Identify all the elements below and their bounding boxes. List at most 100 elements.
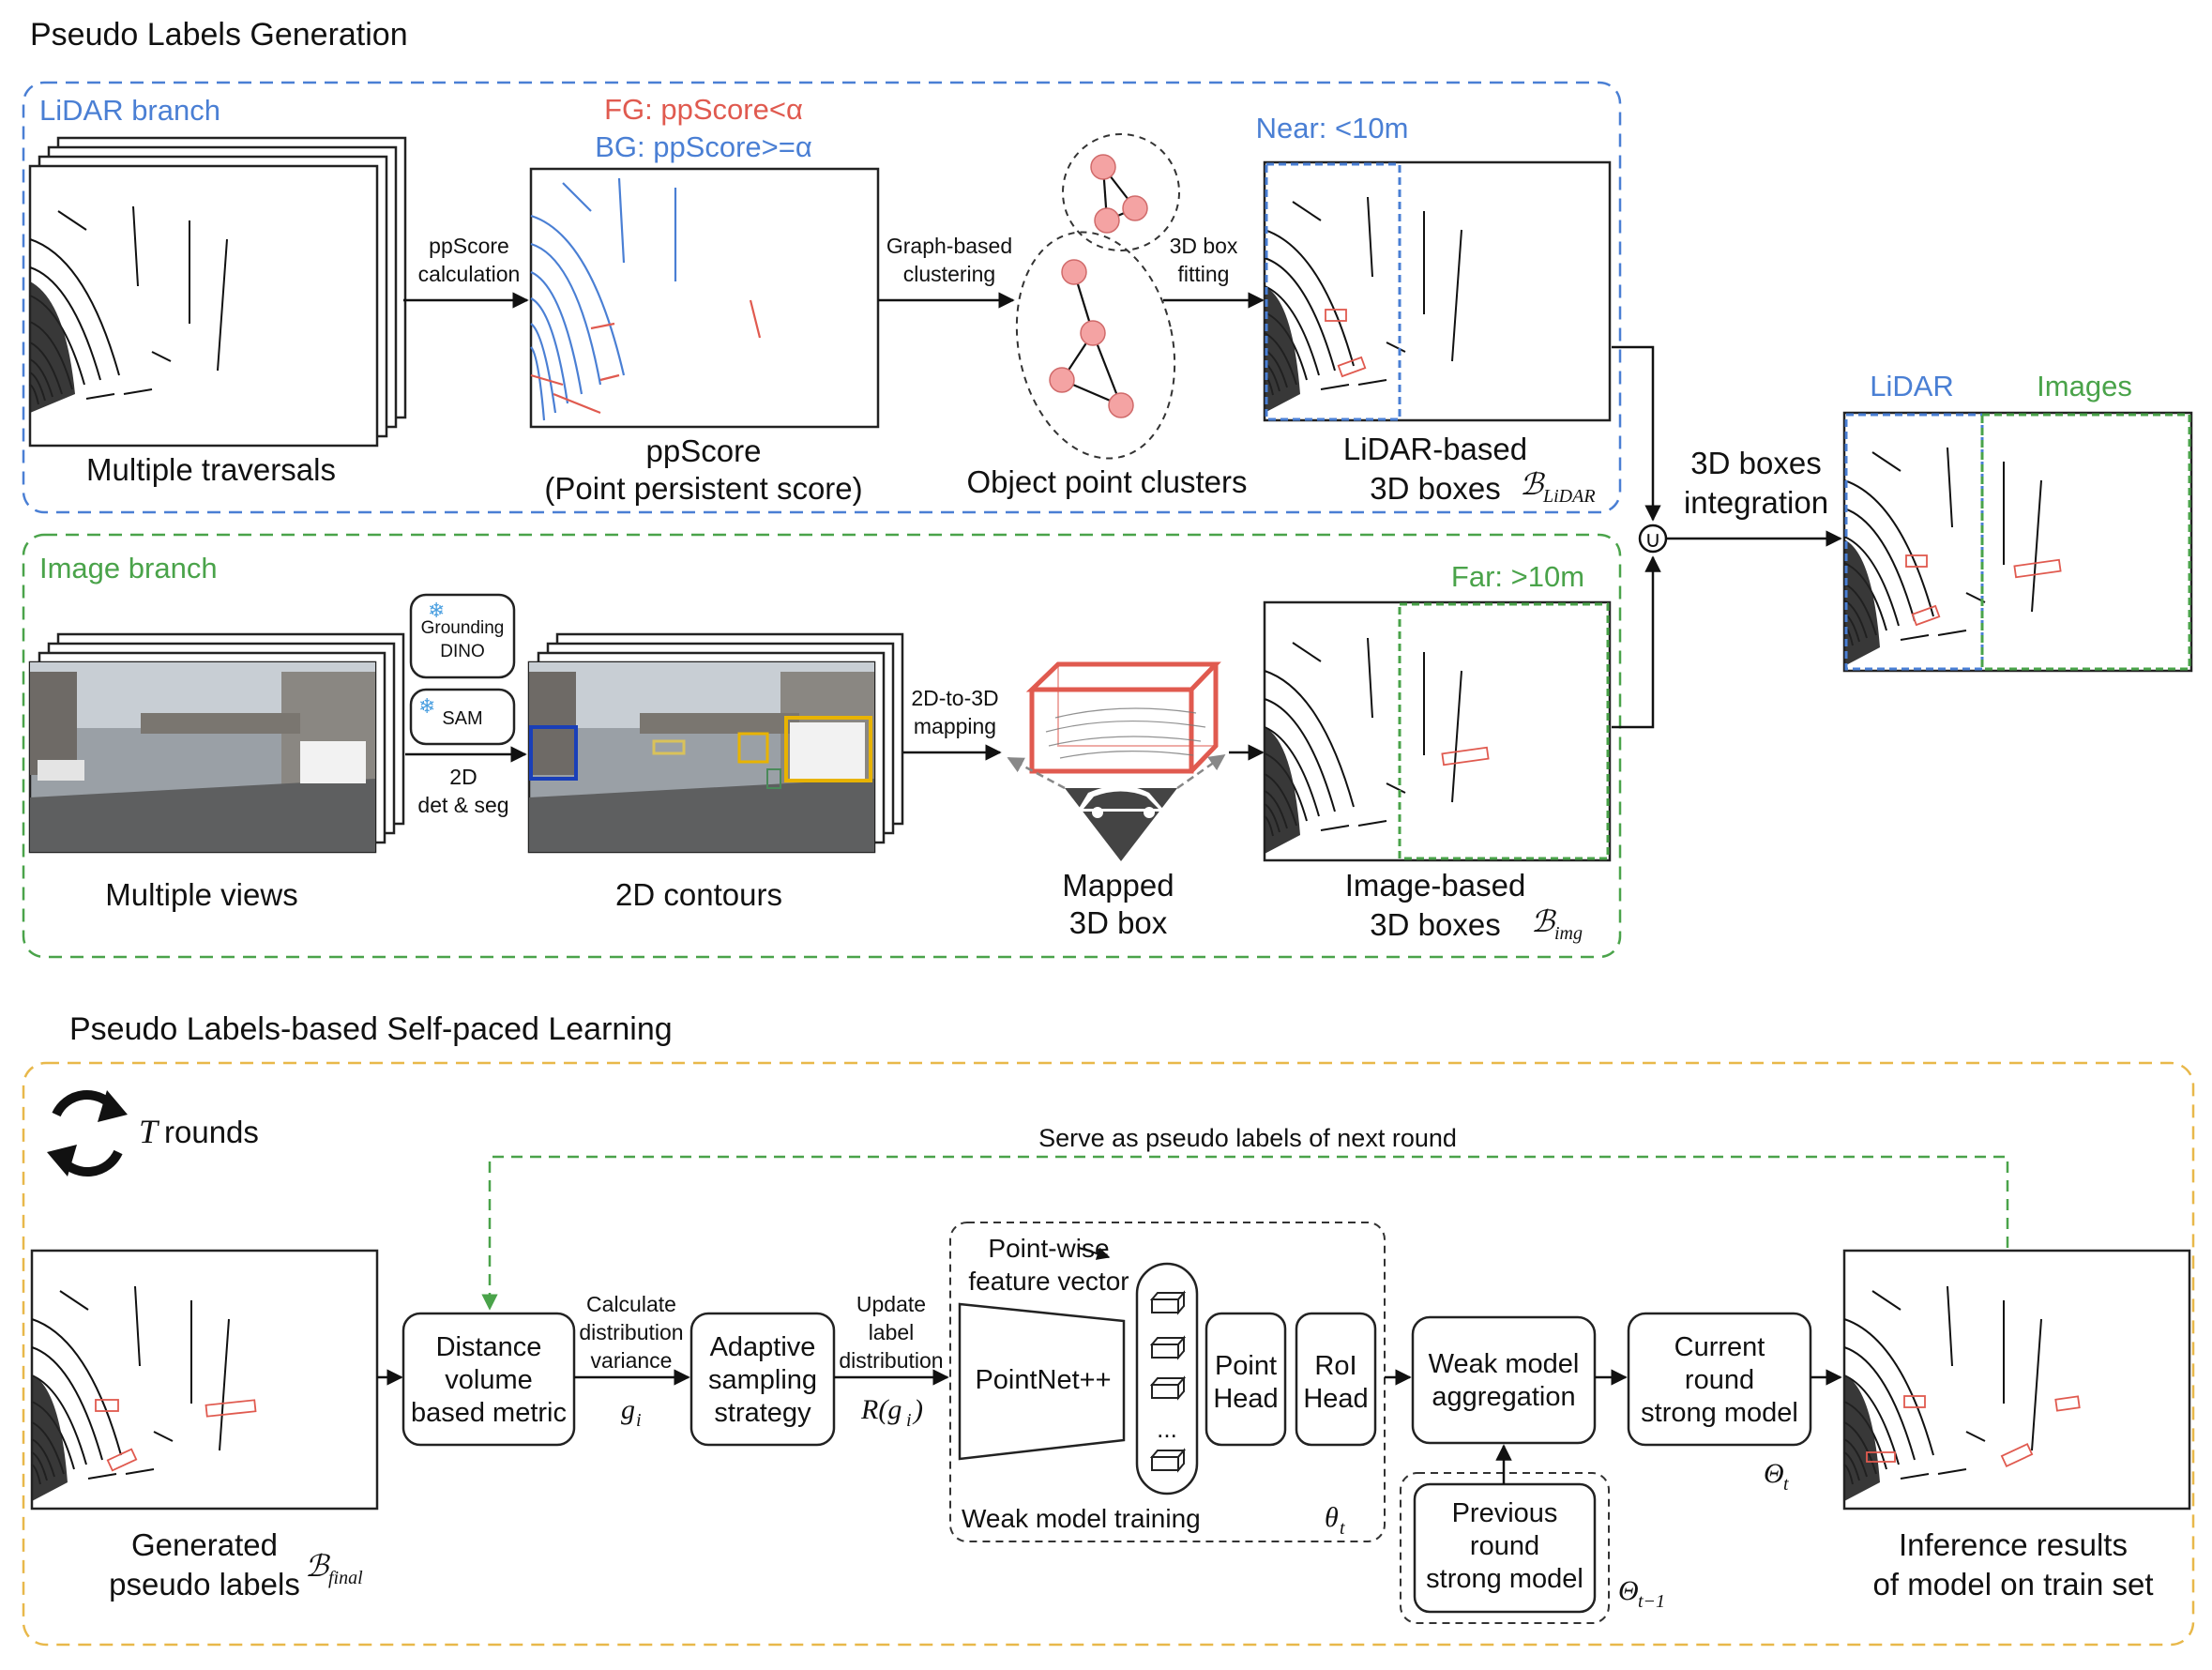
final-images-label: Images [2037,370,2132,402]
update-label-1: Update [856,1292,926,1316]
lidar-boxes-caption-2: 3D boxes [1370,471,1500,506]
traversals-stack [28,136,407,448]
current-1: Current [1674,1332,1765,1362]
lidar-boxes-image [1263,160,1612,422]
sam-label: SAM [442,708,482,729]
pointwise-arrow [1078,1247,1111,1260]
lidar-boxes-symbol: ℬ [1520,467,1546,501]
image-branch-label: Image branch [39,552,218,584]
grounding-snowflake: ❄ [428,599,445,622]
roi-head-box [1295,1312,1377,1447]
gi-symbol-sub: i [636,1410,642,1431]
theta-symbol-sub: t [1340,1518,1345,1539]
union-symbol: ∪ [1644,527,1661,553]
rgi-symbol-sub: i [906,1410,912,1431]
final-lidar-label: LiDAR [1870,370,1954,402]
sampling-line-2: sampling [708,1365,817,1395]
generated-caption-2: pseudo labels [109,1567,300,1602]
ppscore-arrow-label-2: calculation [418,262,521,286]
rounds-text: rounds [164,1115,259,1149]
lidar-boxes-caption-1: LiDAR-based [1343,432,1527,466]
det-seg-label-1: 2D [449,765,477,789]
grounding-label-1: Grounding [421,618,505,638]
current-3: strong model [1641,1398,1798,1428]
weak-training-frame [949,1222,1386,1542]
mapped-caption-1: Mapped [1062,868,1174,903]
ppscore-arrow-label-1: ppScore [429,234,509,258]
mapping-label-1: 2D-to-3D [911,686,998,710]
mapped-3d-box [1007,661,1226,861]
calc-label-2: distribution [579,1320,683,1344]
sampling-line-3: strategy [714,1398,811,1428]
theta-current-symbol-sub: t [1783,1474,1789,1495]
update-label-3: distribution [839,1348,943,1373]
box-fitting-label-1: 3D box [1170,234,1238,258]
ppscore-caption-2: (Point persistent score) [544,471,862,506]
pointwise-line-1: Point-wise [988,1234,1109,1263]
lidar-to-union [1612,345,1661,522]
pointnet-trapezoid [958,1302,1126,1461]
image-boxes-symbol: ℬ [1531,904,1557,938]
metric-line-2: volume [445,1365,533,1395]
sampling-line-1: Adaptive [710,1332,816,1362]
views-caption: Multiple views [105,877,297,912]
clustering-arrow-label-2: clustering [903,262,995,286]
integration-label-2: integration [1684,485,1828,520]
det-seg-label-2: det & seg [417,793,508,817]
final-symbol: ℬ [305,1549,331,1583]
traversals-caption: Multiple traversals [86,452,336,487]
final-symbol-sub: final [328,1568,363,1588]
update-label-2: label [869,1320,915,1344]
point-head-box [1204,1312,1287,1447]
theta-current-symbol: Θ [1764,1458,1784,1489]
clustering-arrow-label-1: Graph-based [886,234,1012,258]
metric-line-3: based metric [411,1398,567,1428]
point-head-2: Head [1213,1384,1278,1414]
ppscore-image [529,167,880,429]
near-label: Near: <10m [1256,112,1409,144]
image-boxes-image [1263,600,1612,862]
calc-label-1: Calculate [586,1292,676,1316]
refresh-icon [47,1089,128,1177]
image-to-union [1612,555,1661,729]
rgi-symbol-end: ) [912,1394,923,1425]
contours-stack [527,632,904,854]
ppscore-caption-1: ppScore [646,433,762,468]
self-paced-frame [22,1061,2195,1647]
inference-caption-1: Inference results [1899,1527,2128,1562]
box-fitting-label-2: fitting [1178,262,1230,286]
feature-ellipsis: ... [1157,1415,1177,1443]
aggregation-box [1411,1315,1597,1445]
weak-training-label: Weak model training [962,1504,1201,1533]
rgi-symbol: R(g [860,1394,901,1425]
previous-1: Previous [1452,1498,1558,1528]
previous-3: strong model [1426,1564,1583,1594]
pointnet-label: PointNet++ [975,1365,1111,1395]
union-node [1638,524,1668,554]
calc-label-3: variance [591,1348,673,1373]
mapped-caption-2: 3D box [1069,905,1168,940]
sam-box [409,688,516,746]
current-round-box [1627,1312,1812,1447]
lidar-branch-frame [22,81,1622,514]
roi-head-1: RoI [1314,1351,1356,1381]
feedback-loop [481,1155,2009,1311]
image-boxes-caption-1: Image-based [1345,868,1526,903]
aggregation-2: aggregation [1432,1382,1575,1412]
inference-caption-2: of model on train set [1873,1567,2154,1602]
feedback-label: Serve as pseudo labels of next round [1038,1124,1457,1152]
gi-symbol: g [621,1394,635,1425]
image-branch-frame [22,533,1622,959]
theta-prev-symbol-sub: t−1 [1638,1591,1665,1612]
image-boxes-caption-2: 3D boxes [1370,907,1500,942]
section2-title: Pseudo Labels-based Self-paced Learning [69,1011,673,1047]
views-stack [28,632,405,854]
theta-prev-symbol: Θ [1618,1575,1639,1606]
section1-title: Pseudo Labels Generation [30,17,408,53]
object-point-clusters [1015,133,1180,460]
fg-label: FG: ppScore<α [604,93,803,126]
mapping-label-2: mapping [914,714,996,738]
lidar-boxes-symbol-sub: LiDAR [1542,486,1596,507]
current-2: round [1685,1365,1754,1395]
